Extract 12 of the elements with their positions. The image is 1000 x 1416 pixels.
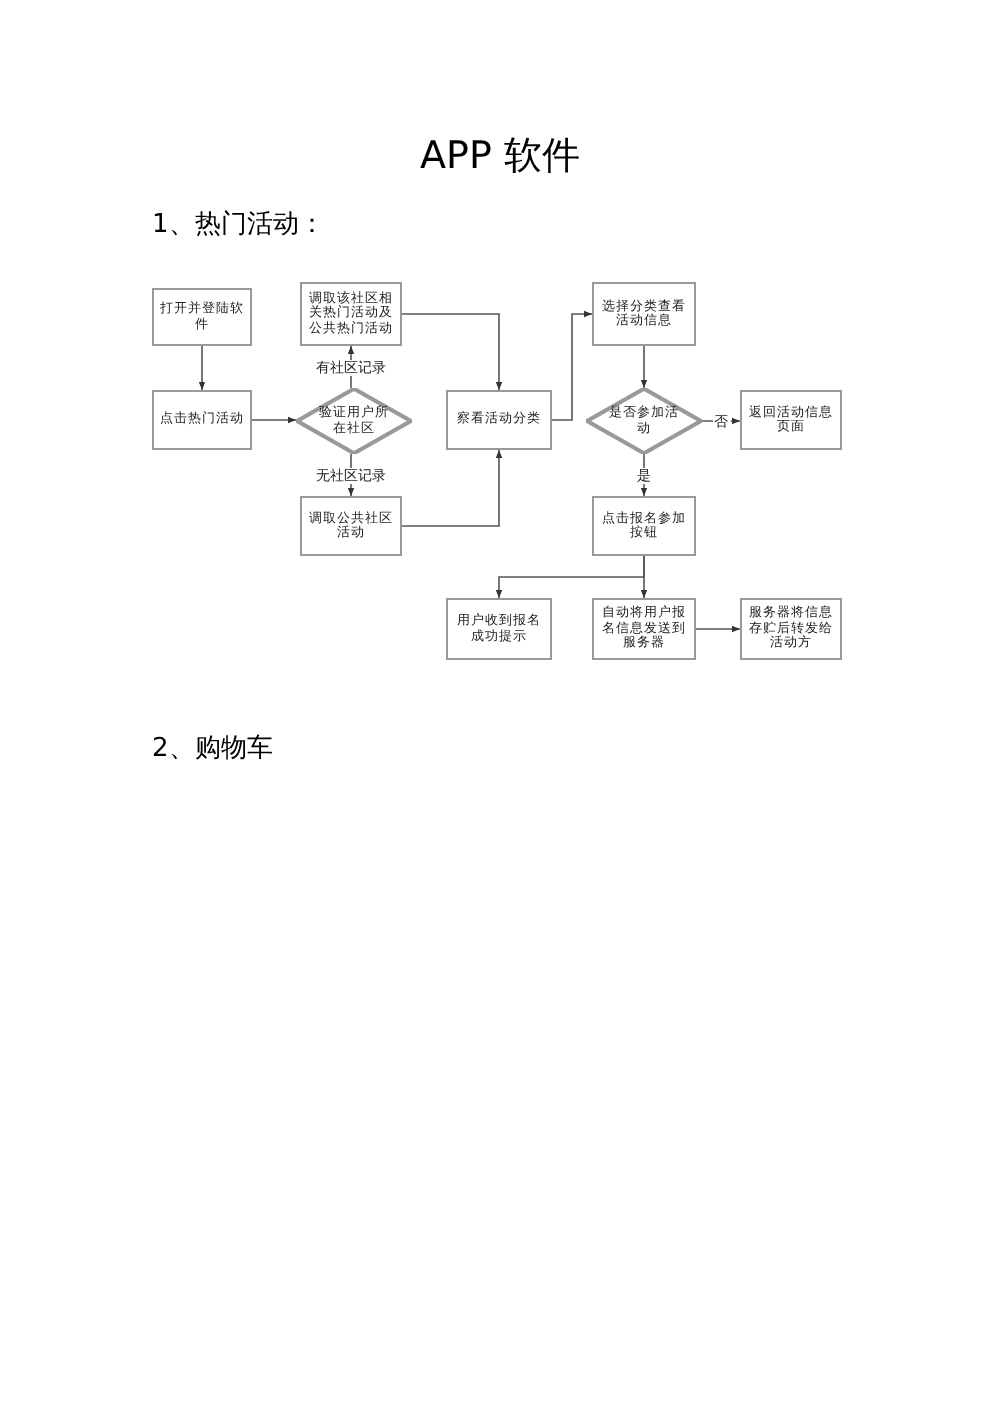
section-heading: 2、购物车 <box>152 734 273 766</box>
arrow <box>251 416 297 424</box>
section-heading: 1、热门活动： <box>152 210 325 242</box>
arrow <box>401 449 503 527</box>
arrow <box>640 345 648 389</box>
arrow <box>701 417 741 425</box>
arrow <box>695 625 741 633</box>
arrow <box>198 345 206 391</box>
arrow <box>640 555 648 599</box>
arrow <box>401 313 503 391</box>
page-title: APP 软件 <box>418 132 582 180</box>
arrow <box>551 310 593 421</box>
